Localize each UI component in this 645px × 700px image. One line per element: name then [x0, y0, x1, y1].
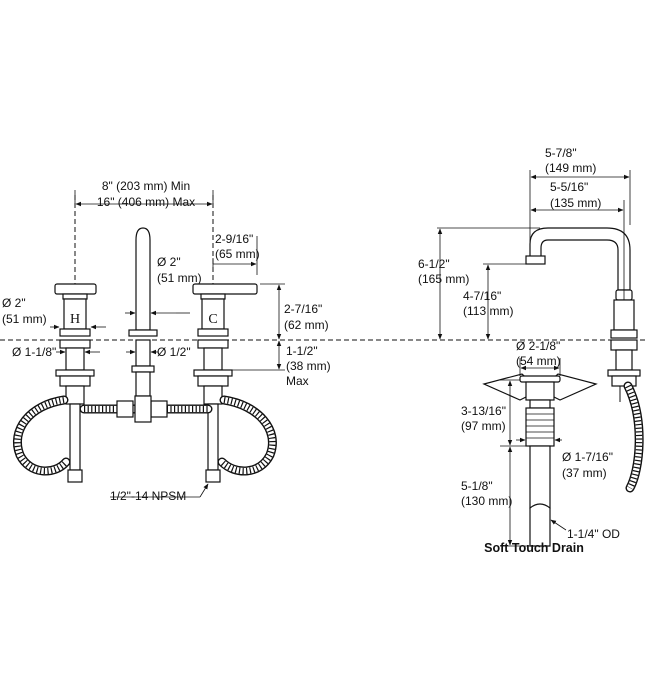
- spout: [128, 227, 158, 337]
- handle-height-in: 2-7/16": [284, 302, 322, 316]
- drain-depth-mm: (97 mm): [461, 419, 506, 433]
- tee-connector: [79, 395, 213, 423]
- front-view-faucet: H C: [2, 179, 331, 503]
- cold-braided-hose: [217, 395, 277, 476]
- shank-dia-label: Ø 1-1/8": [12, 345, 56, 359]
- handle-dia-mm: (51 mm): [2, 312, 47, 326]
- spread-max-label: 16" (406 mm) Max: [97, 195, 195, 209]
- drain-dia-mm: (54 mm): [516, 354, 561, 368]
- tail-dia-mm: (37 mm): [562, 466, 607, 480]
- hot-braided-hose: [12, 395, 71, 476]
- handle-height-mm: (62 mm): [284, 318, 329, 332]
- spout-to-handle-mm: (65 mm): [215, 247, 260, 261]
- handle-dia-label: Ø 2": [2, 296, 26, 310]
- cold-shank: [193, 339, 233, 405]
- deck-max-mm: (38 mm): [286, 359, 331, 373]
- tail-len-in: 5-1/8": [461, 479, 493, 493]
- soft-touch-drain: Ø 2-1/8" (54 mm) 3-13/16" (97 mm) Ø 1-7/…: [461, 339, 620, 555]
- reach-total-in: 5-7/8": [545, 146, 577, 160]
- deck-max-note: Max: [286, 374, 309, 388]
- reach-in: 5-5/16": [550, 180, 588, 194]
- tail-dia-in: Ø 1-7/16": [562, 450, 613, 464]
- drain-caption: Soft Touch Drain: [484, 541, 584, 555]
- deck-max-in: 1-1/2": [286, 344, 318, 358]
- cold-mark: C: [208, 312, 217, 327]
- spout-dia-mm: (51 mm): [157, 271, 202, 285]
- outlet-height-mm: (113 mm): [463, 304, 513, 318]
- drain-dia-in: Ø 2-1/8": [516, 339, 560, 353]
- spout-shank: [131, 339, 155, 397]
- spread-min-label: 8" (203 mm) Min: [102, 179, 190, 193]
- side-view-spout: 5-7/8" (149 mm) 5-5/16" (135 mm) 6-1/2" …: [418, 146, 644, 493]
- tail-len-mm: (130 mm): [461, 494, 512, 508]
- thread-label: 1/2"-14 NPSM: [110, 489, 186, 503]
- spout-to-handle-in: 2-9/16": [215, 232, 253, 246]
- spout-height-mm: (165 mm): [418, 272, 469, 286]
- reach-mm: (135 mm): [550, 196, 601, 210]
- drain-depth-in: 3-13/16": [461, 404, 506, 418]
- hot-handle: H: [54, 283, 97, 337]
- spout-height-in: 6-1/2": [418, 257, 450, 271]
- hot-shank: [55, 339, 95, 405]
- tail-od: 1-1/4" OD: [567, 527, 620, 541]
- hot-mark: H: [70, 312, 80, 327]
- supply-dia-label: Ø 1/2": [157, 345, 191, 359]
- reach-total-mm: (149 mm): [545, 161, 596, 175]
- cold-handle: C: [192, 283, 258, 337]
- outlet-height-in: 4-7/16": [463, 289, 501, 303]
- spout-dia-label: Ø 2": [157, 255, 181, 269]
